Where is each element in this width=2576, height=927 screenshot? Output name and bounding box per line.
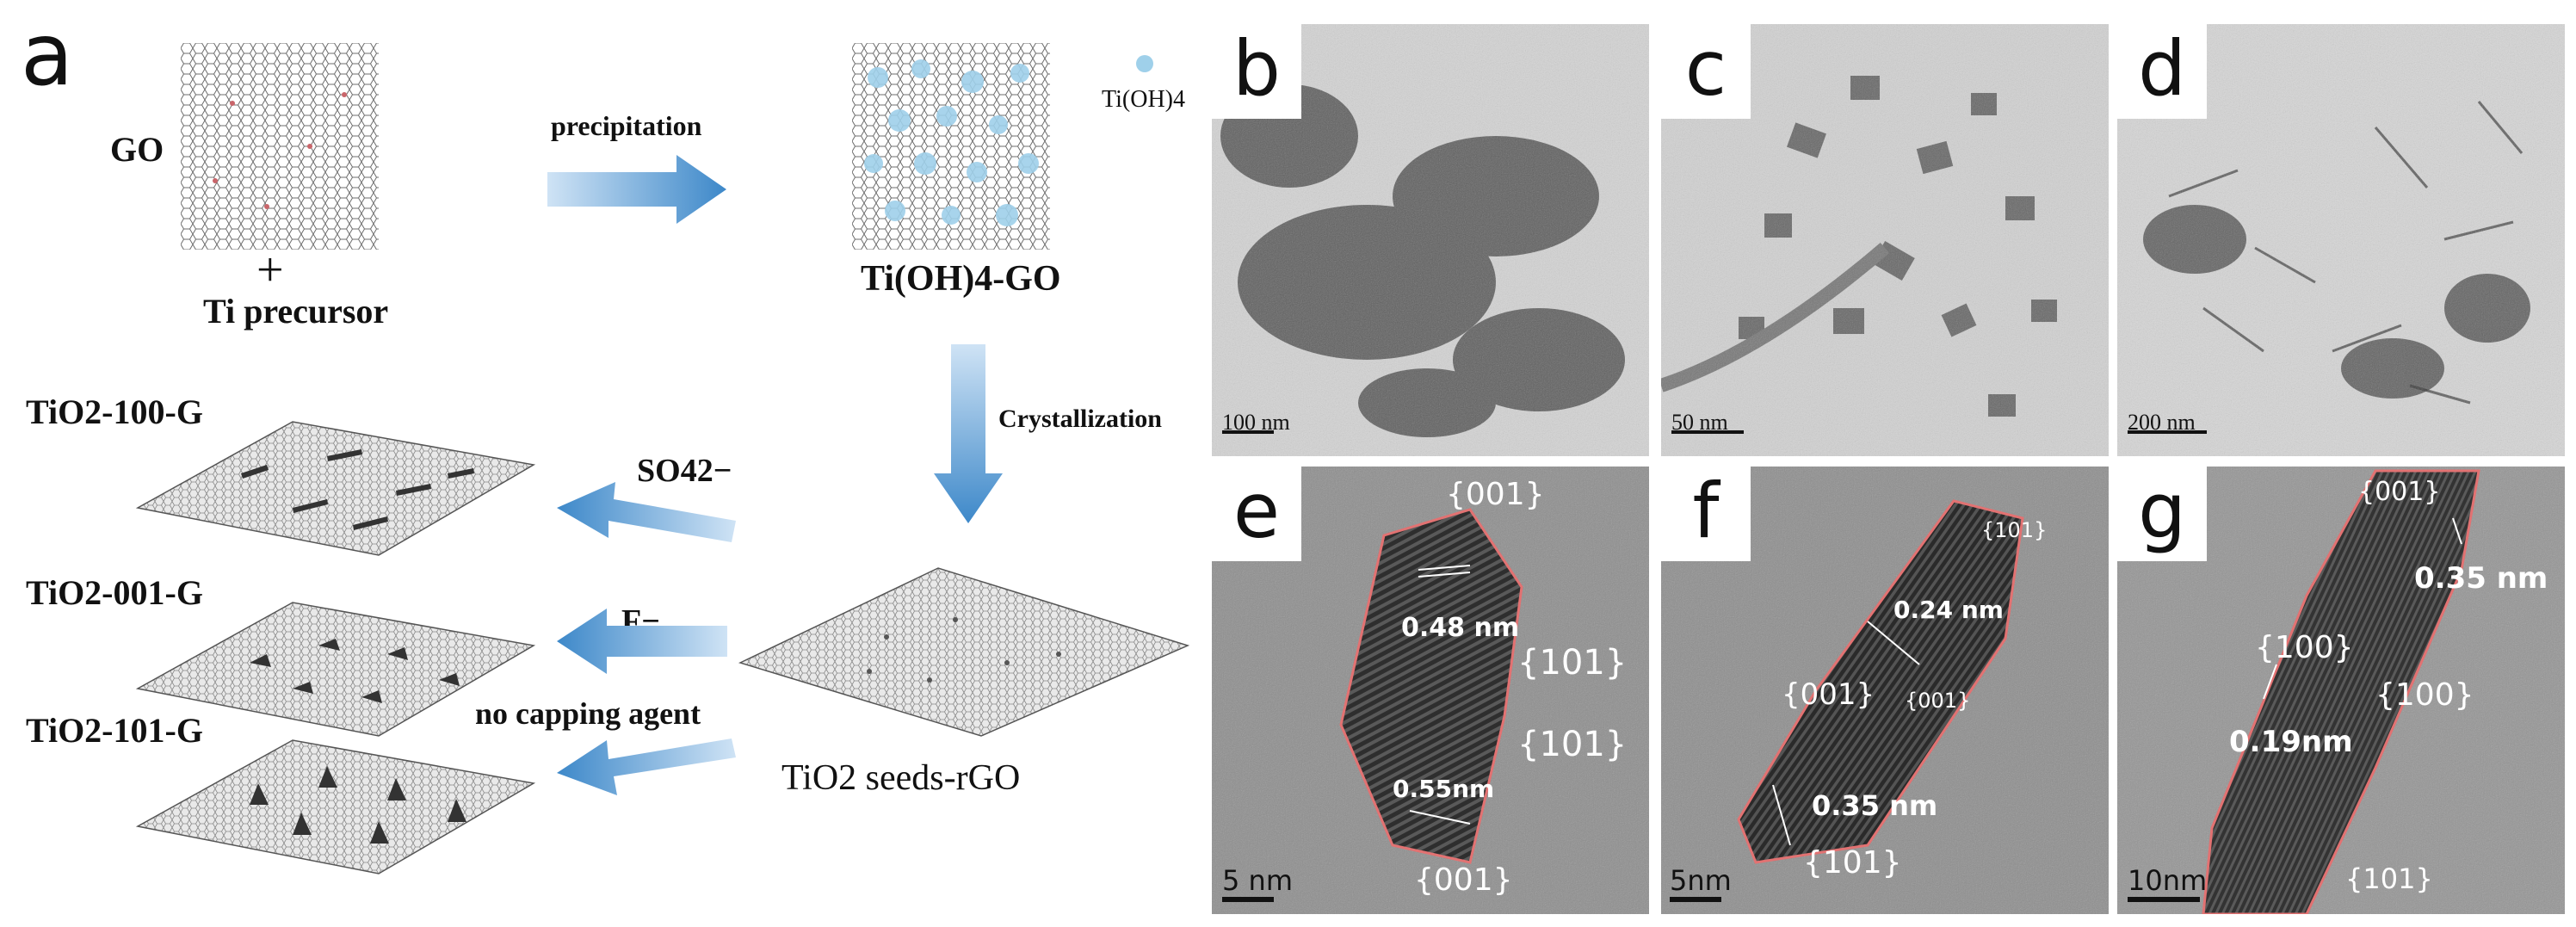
scale-label-g: 10nm: [2128, 864, 2208, 897]
go-label: GO: [110, 130, 164, 169]
ti-precursor-label: Ti precursor: [203, 292, 389, 331]
scale-bar-f: [1670, 897, 1721, 902]
facet-bottom-e: {001}: [1414, 862, 1513, 898]
tioh4-go-sheet-icon: [852, 43, 1050, 250]
go-sheet-icon: [181, 43, 379, 250]
panel-letter-b: b: [1212, 24, 1301, 119]
facet-right-1-e: {101}: [1517, 643, 1628, 683]
schematic-panel-a: a GO + Ti precursor precipitation: [0, 0, 1205, 927]
spacing-2-e: 0.55nm: [1393, 775, 1495, 803]
precipitation-arrow-icon: [547, 155, 726, 224]
panel-letter-d: d: [2117, 24, 2207, 119]
panel-letter-a: a: [21, 4, 74, 105]
tio2-seeds-rgo-sheet-icon: [738, 567, 1190, 737]
crystallization-label: Crystallization: [998, 405, 1162, 433]
tio2-100-label: TiO2-100-G: [26, 392, 203, 431]
facet-right-g: {100}: [2375, 677, 2474, 713]
spacing-2-f: 0.35 nm: [1812, 789, 1938, 822]
tio2-seeds-label: TiO2 seeds-rGO: [781, 758, 1021, 798]
crystallization-arrow-icon: [934, 344, 1003, 523]
panel-letter-e: e: [1212, 467, 1301, 561]
panel-letter-c: c: [1661, 24, 1751, 119]
tem-image-d: [2117, 24, 2565, 456]
no-capping-arrow-icon: [557, 739, 736, 795]
spacing-2-g: 0.19nm: [2229, 725, 2353, 759]
scale-bar-d: [2128, 430, 2207, 434]
scale-bar-g: [2128, 897, 2200, 902]
scale-label-f: 5nm: [1670, 864, 1732, 897]
hrtem-panel-f: f {101} 0.24 nm {001} {001} 0.35 nm {101…: [1661, 467, 2109, 914]
facet-top-f: {101}: [1981, 518, 2048, 542]
hrtem-panel-g: g {001} 0.35 nm {100} {100} 0.19nm {101}…: [2117, 467, 2565, 914]
facet-top-g: {001}: [2358, 477, 2441, 507]
sulfate-arrow-icon: [557, 482, 736, 542]
precipitation-label: precipitation: [551, 110, 702, 141]
fluoride-arrow-icon: [557, 609, 727, 674]
panel-letter-f: f: [1661, 467, 1751, 561]
hrtem-panel-e: e {001} 0.48 nm {101} {101} 0.55nm {001}…: [1212, 467, 1649, 914]
tio2-100-sheet-icon: [135, 421, 536, 556]
tio2-101-sheet-icon: [135, 739, 536, 874]
scale-bar-c: [1671, 430, 1744, 434]
tem-panel-b: b 100 nm: [1212, 24, 1649, 456]
sulfate-label: SO42−: [637, 453, 732, 489]
spacing-1-g: 0.35 nm: [2414, 561, 2548, 596]
hrtem-image-g: [2117, 467, 2565, 914]
no-capping-label: no capping agent: [475, 696, 701, 731]
facet-mid-large-f: {001}: [1782, 677, 1875, 712]
hrtem-image-f: [1661, 467, 2109, 914]
tio2-101-label: TiO2-101-G: [26, 711, 203, 750]
spacing-1-e: 0.48 nm: [1401, 613, 1520, 643]
facet-bottom-f: {101}: [1803, 845, 1902, 881]
tio2-001-sheet-icon: [135, 602, 536, 737]
tem-panel-d: d 200 nm: [2117, 24, 2565, 456]
tem-panel-c: c 50 nm: [1661, 24, 2109, 456]
scale-bar-e: [1222, 897, 1274, 902]
facet-top-e: {001}: [1446, 477, 1545, 512]
tioh4-legend: Ti(OH)4: [1102, 86, 1185, 113]
tio2-001-label: TiO2-001-G: [26, 573, 203, 612]
spacing-1-f: 0.24 nm: [1893, 596, 2004, 624]
scale-label-c: 50 nm: [1671, 410, 1728, 435]
scale-label-e: 5 nm: [1222, 864, 1293, 897]
scale-label-d: 200 nm: [2128, 410, 2196, 435]
scale-label-b: 100 nm: [1222, 410, 1290, 435]
tioh4-go-label: Ti(OH)4-GO: [861, 259, 1061, 299]
panel-letter-g: g: [2117, 467, 2207, 561]
facet-bottom-g: {101}: [2345, 862, 2433, 895]
facet-right-2-e: {101}: [1517, 725, 1628, 764]
scale-bar-b: [1222, 430, 1274, 434]
tioh4-sphere-icon: [1136, 55, 1153, 72]
facet-left-g: {100}: [2255, 630, 2354, 665]
facet-mid-small-f: {001}: [1905, 689, 1971, 713]
plus-sign: +: [256, 244, 284, 297]
